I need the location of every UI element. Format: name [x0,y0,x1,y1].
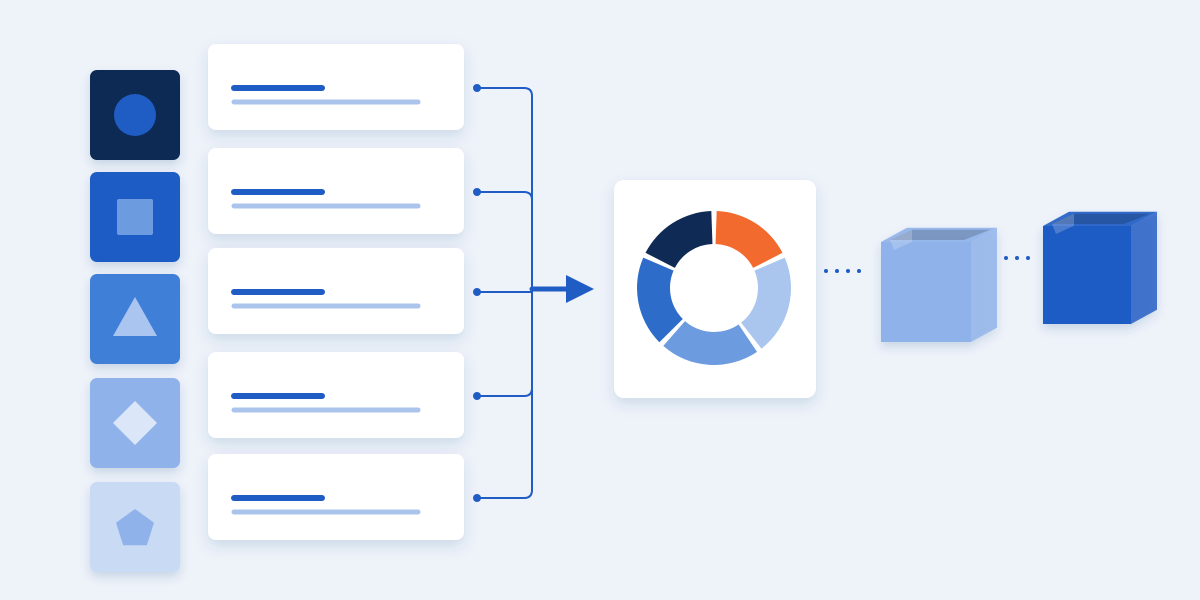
source-card-2 [208,148,464,234]
connector-4 [473,289,533,400]
source-card-5 [208,454,464,540]
donut-segment-3 [663,321,758,366]
donut-segment-2 [741,257,791,349]
circle-icon [114,94,156,136]
connector-3 [473,288,532,296]
source-tile-5 [90,482,180,572]
triangle-icon [113,297,157,336]
source-tile-3 [90,274,180,364]
source-tile-4 [90,378,180,468]
donut-chart-icon [637,211,791,366]
source-tile-2 [90,172,180,262]
source-card-3 [208,248,464,334]
square-icon [117,199,153,235]
source-tile-1 [90,70,180,160]
diamond-icon [113,401,157,445]
connector-2 [473,188,533,289]
pentagon-icon [116,509,154,546]
source-cards [208,44,464,540]
source-card-4 [208,352,464,438]
donut-segment-1 [715,211,783,268]
open-box-dark-icon [1043,211,1157,324]
output-boxes [881,211,1157,342]
output-connectors [824,256,1034,273]
arrow-head-icon [566,275,594,303]
chart-card [614,180,816,398]
donut-segment-5 [645,211,713,268]
open-box-light-icon [881,227,997,342]
connector-lines [473,84,533,502]
source-card-1 [208,44,464,130]
donut-segment-4 [637,257,683,343]
source-tiles [90,70,180,572]
connector-5 [473,289,533,502]
connector-1 [473,84,533,289]
flow-arrow [529,275,594,303]
